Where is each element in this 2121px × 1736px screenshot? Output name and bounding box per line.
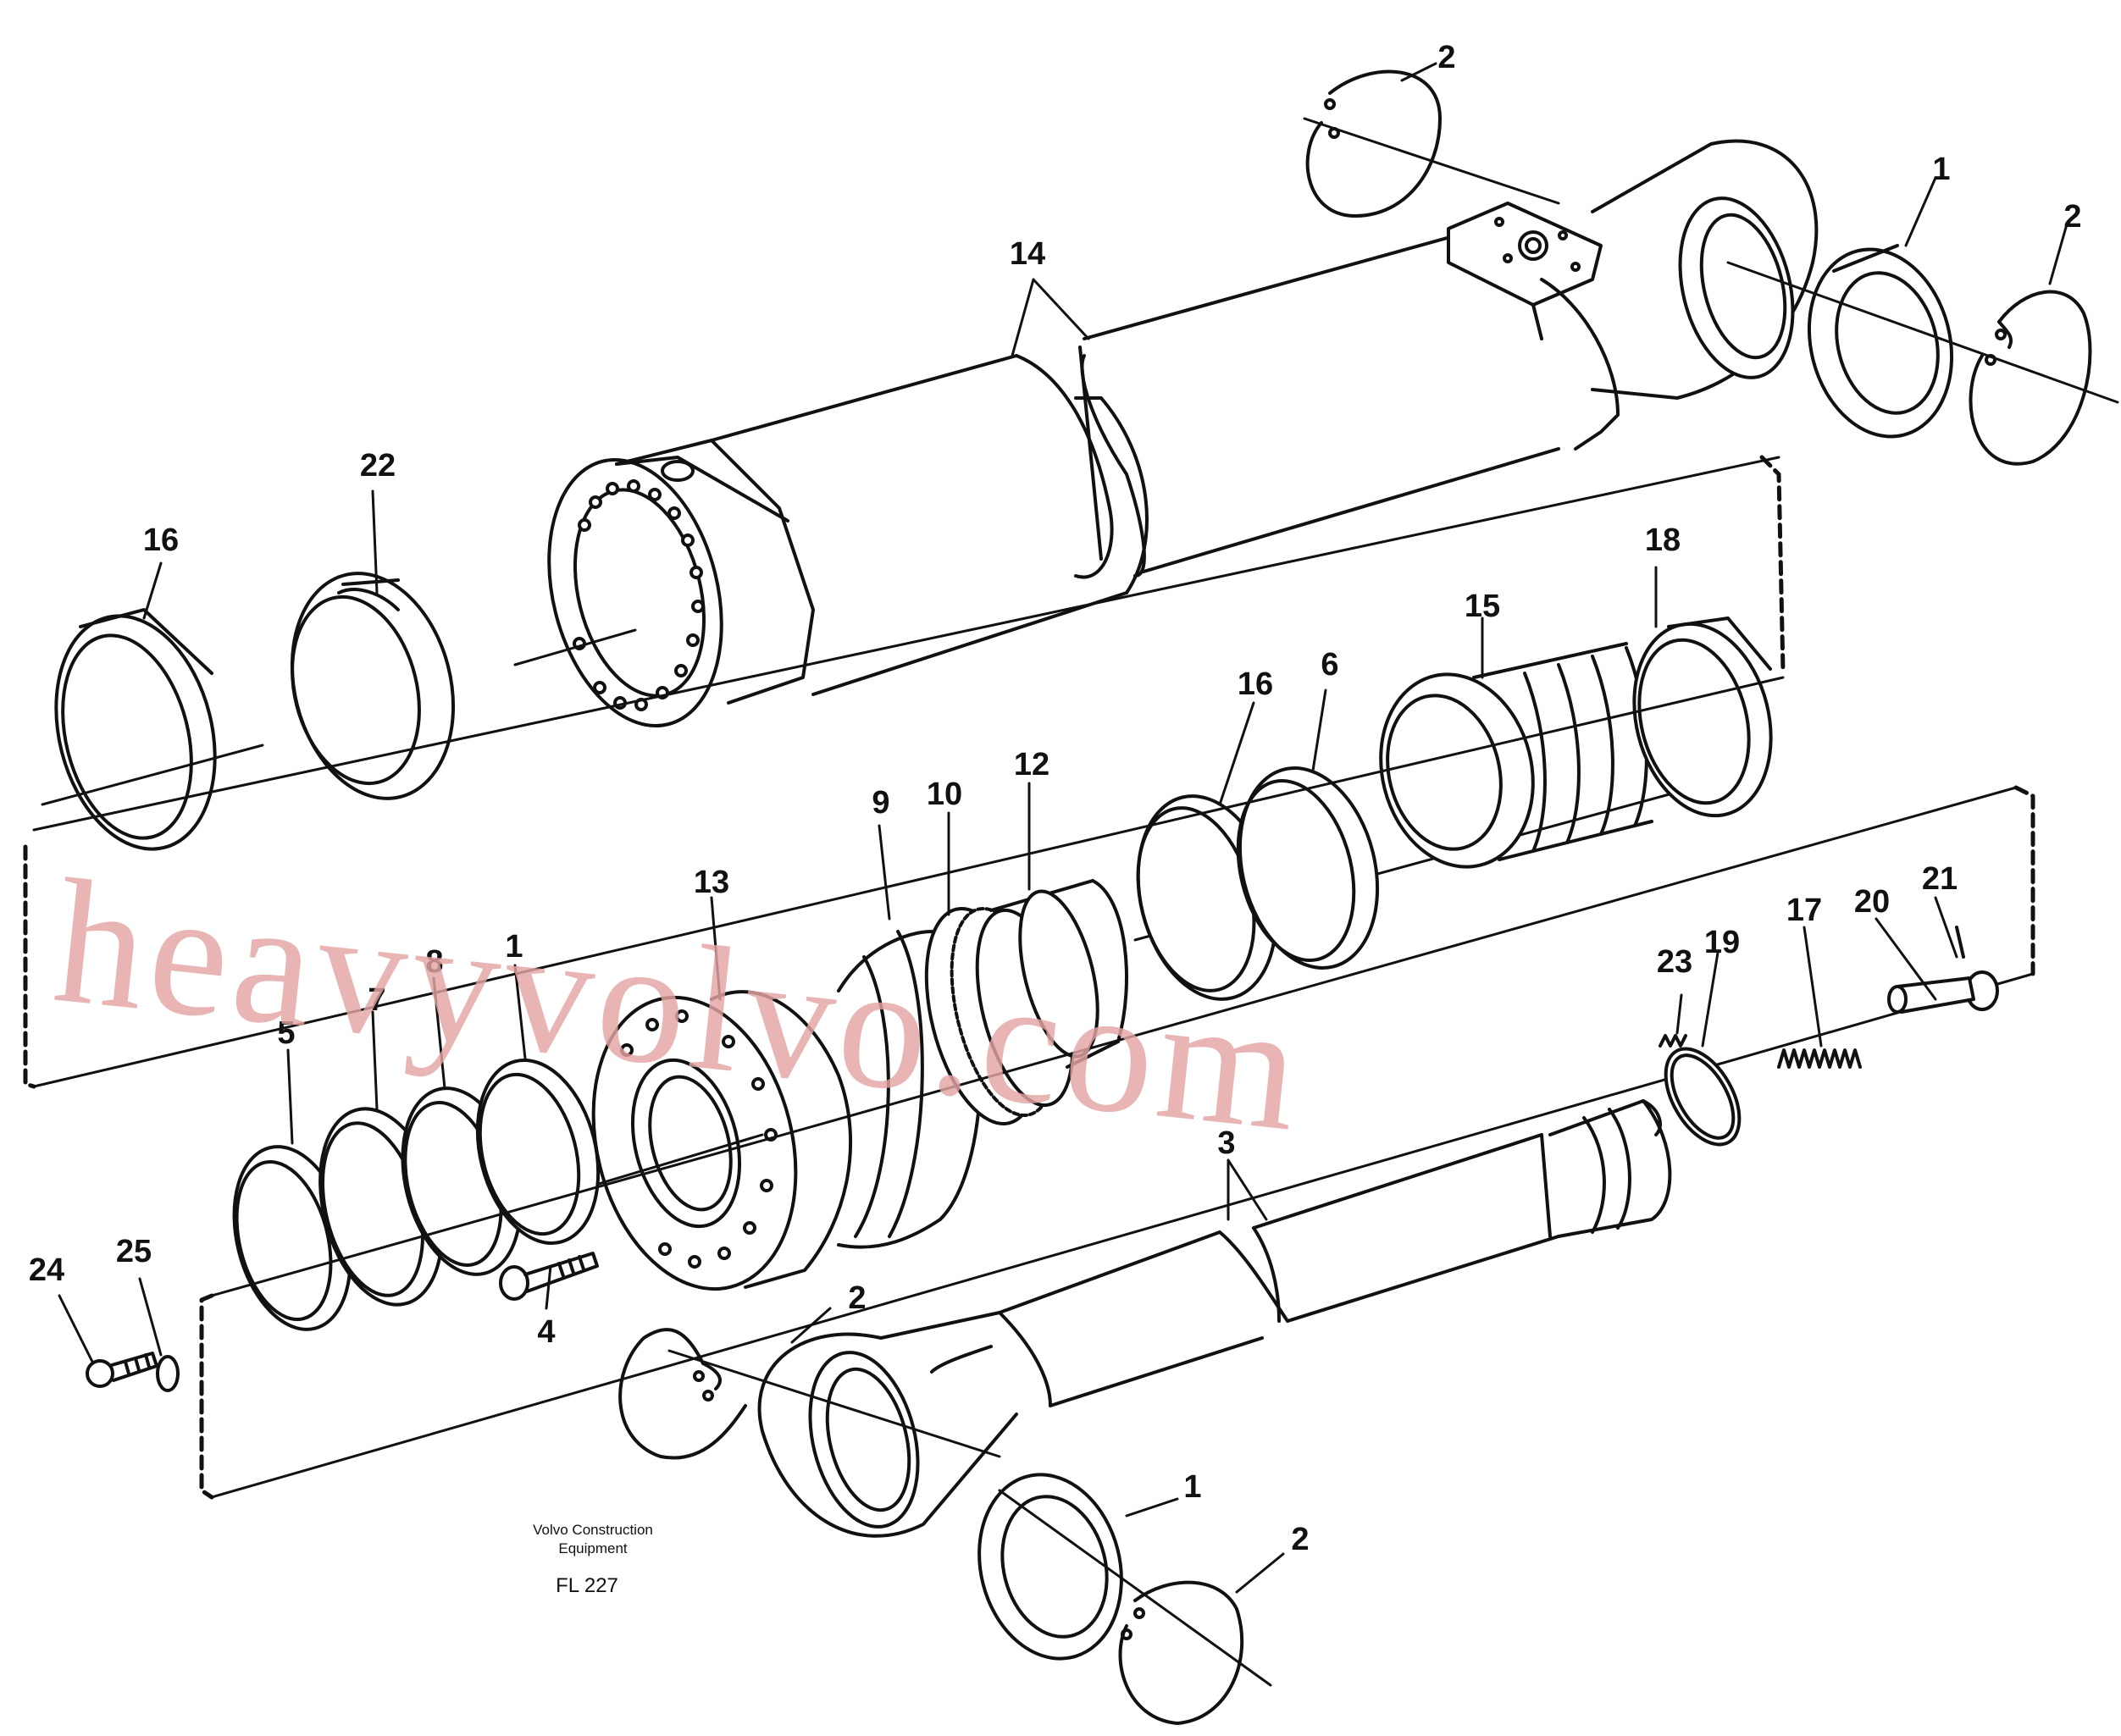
wiper-ring-16	[54, 608, 217, 851]
cylinder-tube	[547, 139, 1819, 728]
screw-24	[86, 1352, 158, 1388]
assembly-bracket-upper	[23, 455, 1786, 1089]
callout-6: 6	[1321, 647, 1338, 683]
callout-16-mid: 16	[1238, 666, 1273, 702]
callout-18: 18	[1645, 522, 1681, 558]
callout-15: 15	[1465, 589, 1500, 624]
callout-24: 24	[29, 1252, 64, 1288]
callout-21: 21	[1922, 861, 1958, 897]
spherical-bearing-top	[1807, 244, 1954, 439]
spherical-bearing-bottom	[977, 1473, 1123, 1661]
publisher-caption: Volvo Construction Equipment FL 227	[533, 1522, 653, 1597]
figure-id: FL 227	[556, 1574, 618, 1597]
callout-8: 8	[425, 944, 443, 980]
callout-2-top: 2	[1437, 40, 1455, 75]
callout-10: 10	[927, 777, 962, 812]
valve-plug-21	[1887, 926, 1999, 1014]
circlip-bottom	[1118, 1580, 1244, 1725]
cylinder-head-13	[591, 990, 853, 1291]
callout-7: 7	[368, 982, 385, 1018]
callout-1-mid: 1	[505, 929, 523, 965]
callout-22: 22	[360, 448, 396, 484]
circlip-topright	[1969, 290, 2092, 466]
assembly-bracket-lower	[199, 785, 2035, 1500]
callout-2-botleft: 2	[848, 1280, 866, 1316]
callout-1-bot: 1	[1183, 1469, 1201, 1505]
washer-25	[156, 1355, 180, 1392]
caption-line-2: Equipment	[558, 1540, 628, 1556]
circlip-bottomleft	[618, 1328, 747, 1460]
seal-1	[475, 1059, 601, 1245]
callout-19: 19	[1704, 925, 1740, 960]
piston-rod	[757, 1099, 1672, 1538]
callout-16-left: 16	[143, 522, 179, 558]
callout-4: 4	[537, 1314, 555, 1350]
seal-6	[1236, 766, 1380, 970]
callout-2-topright: 2	[2063, 199, 2081, 235]
callout-25: 25	[116, 1234, 152, 1269]
chevron-seal-15	[1379, 642, 1653, 869]
callout-3: 3	[1217, 1125, 1235, 1161]
callout-20: 20	[1854, 884, 1890, 920]
guide-ring-22	[290, 572, 456, 800]
leader-lines	[58, 62, 2068, 1594]
spring-17	[1777, 1048, 1862, 1069]
callout-5: 5	[277, 1015, 295, 1051]
circlip-top	[1305, 69, 1442, 218]
ring-19	[1664, 1047, 1742, 1147]
callout-13: 13	[694, 865, 729, 900]
callout-17: 17	[1786, 893, 1822, 928]
callout-14: 14	[1010, 236, 1045, 272]
callout-2-bot: 2	[1291, 1522, 1309, 1557]
nut-23	[1659, 1034, 1687, 1048]
piston-12	[989, 879, 1128, 1069]
screw-4	[499, 1252, 599, 1301]
callout-9: 9	[872, 785, 889, 821]
callout-12: 12	[1014, 747, 1049, 782]
caption-line-1: Volvo Construction	[533, 1522, 653, 1538]
guide-ring-18	[1632, 616, 1773, 818]
callout-1-top: 1	[1932, 152, 1950, 187]
callout-23: 23	[1657, 944, 1692, 980]
